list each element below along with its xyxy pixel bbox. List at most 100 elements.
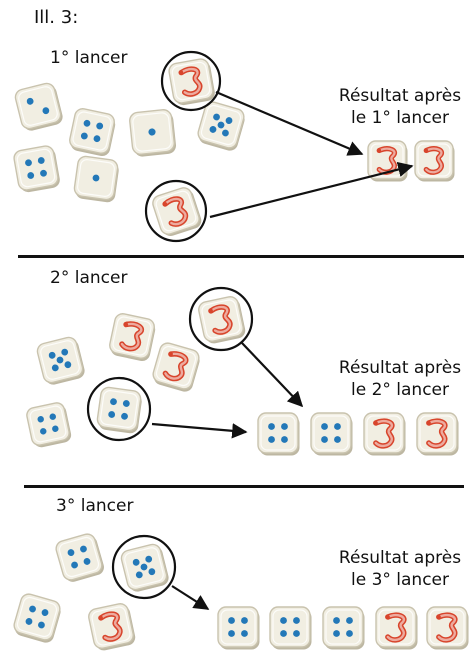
pip	[110, 398, 117, 406]
pip	[228, 617, 235, 624]
pip	[132, 558, 140, 566]
pip	[333, 630, 340, 637]
arrow-2a	[241, 342, 304, 408]
pip	[51, 364, 59, 372]
result-2-line-2: le 2° lancer	[350, 380, 449, 400]
die-throw3-result-2	[269, 606, 312, 650]
pip	[83, 558, 91, 565]
pip	[241, 617, 248, 624]
selection-circle-1b	[144, 179, 208, 243]
pip	[52, 425, 59, 432]
pip	[80, 545, 87, 553]
die-throw2-rolled-1	[36, 336, 85, 385]
pip	[222, 129, 229, 137]
pip	[217, 121, 225, 129]
pip	[293, 630, 300, 637]
pip	[121, 412, 128, 420]
pip	[293, 617, 300, 624]
pip	[148, 128, 156, 136]
pip	[71, 561, 78, 569]
selection-circle-3	[111, 534, 177, 600]
pip	[49, 413, 56, 420]
pip	[83, 119, 91, 127]
pip	[61, 348, 69, 356]
pip	[40, 169, 47, 177]
pip	[346, 630, 353, 637]
pip	[56, 356, 64, 364]
die-throw3-rolled-4	[88, 603, 136, 651]
pip	[268, 423, 275, 430]
result-1-line-1: Résultat après	[338, 86, 462, 106]
die-throw3-result-1	[217, 606, 260, 650]
pip	[135, 571, 143, 579]
pip	[333, 617, 340, 624]
pip	[92, 174, 100, 182]
arrow-2b	[151, 422, 248, 439]
pip	[280, 630, 287, 637]
pip	[334, 436, 341, 443]
pip	[96, 122, 104, 130]
die-throw1-rolled-4	[197, 101, 245, 151]
die-throw1-rolled-6	[73, 155, 119, 203]
die-throw2-rolled-4	[26, 402, 72, 448]
die-throw1-rolled-1	[14, 82, 63, 131]
die-throw3-result-4	[375, 606, 418, 650]
pip	[122, 400, 130, 407]
die-throw3-rolled-1	[55, 533, 104, 582]
pip	[27, 172, 35, 179]
die-throw2-rolled-3	[152, 342, 200, 392]
die-throw2-rolled-6	[96, 386, 142, 434]
die-throw2-rolled-2	[109, 313, 156, 361]
arrow-1a	[215, 90, 364, 156]
throw-3-label: 3° lancer	[56, 496, 134, 516]
result-1-line-2: le 1° lancer	[350, 108, 449, 128]
arrow-1b	[209, 161, 414, 219]
section-divider-1	[18, 255, 464, 258]
result-3-line-1: Résultat après	[338, 548, 462, 568]
section-divider-2	[24, 485, 464, 488]
pip	[38, 621, 45, 629]
pip	[37, 416, 44, 423]
pip	[25, 159, 32, 167]
pip	[280, 617, 287, 624]
result-3-line-2: le 3° lancer	[350, 570, 449, 590]
pip	[334, 423, 341, 430]
pip	[209, 126, 217, 133]
die-throw1-rolled-3	[129, 109, 177, 157]
die-throw1-rolled-2	[69, 108, 116, 156]
die-throw1-rolled-7	[168, 58, 215, 106]
pip	[140, 563, 148, 571]
pip	[80, 132, 88, 140]
die-throw2-result-3	[363, 412, 406, 456]
pip	[42, 107, 50, 115]
die-throw2-rolled-5	[198, 296, 246, 344]
pip	[29, 605, 36, 613]
pip	[93, 135, 101, 143]
pip	[64, 361, 72, 369]
pip	[346, 617, 353, 624]
pip	[40, 428, 47, 435]
pip	[48, 351, 56, 359]
pip	[67, 549, 75, 556]
pip	[25, 618, 33, 625]
die-throw1-rolled-8	[152, 187, 202, 237]
die-throw1-kept-2	[414, 140, 455, 182]
pip	[37, 157, 45, 164]
die-throw2-result-2	[310, 412, 353, 456]
pip	[321, 436, 328, 443]
pip	[321, 423, 328, 430]
pip	[41, 609, 49, 616]
die-throw3-result-5	[426, 606, 469, 650]
die-throw2-result-1	[257, 412, 300, 456]
pip	[281, 436, 288, 443]
illustration-title: Ill. 3:	[34, 7, 79, 28]
die-throw1-rolled-5	[13, 145, 60, 193]
selection-circle-1a	[160, 50, 222, 112]
pip	[241, 630, 248, 637]
selection-circle-2a	[188, 286, 254, 352]
die-throw2-result-4	[416, 412, 459, 456]
throw-2-label: 2° lancer	[50, 268, 128, 288]
result-2-line-1: Résultat après	[338, 358, 462, 378]
die-throw3-rolled-2	[120, 543, 169, 592]
